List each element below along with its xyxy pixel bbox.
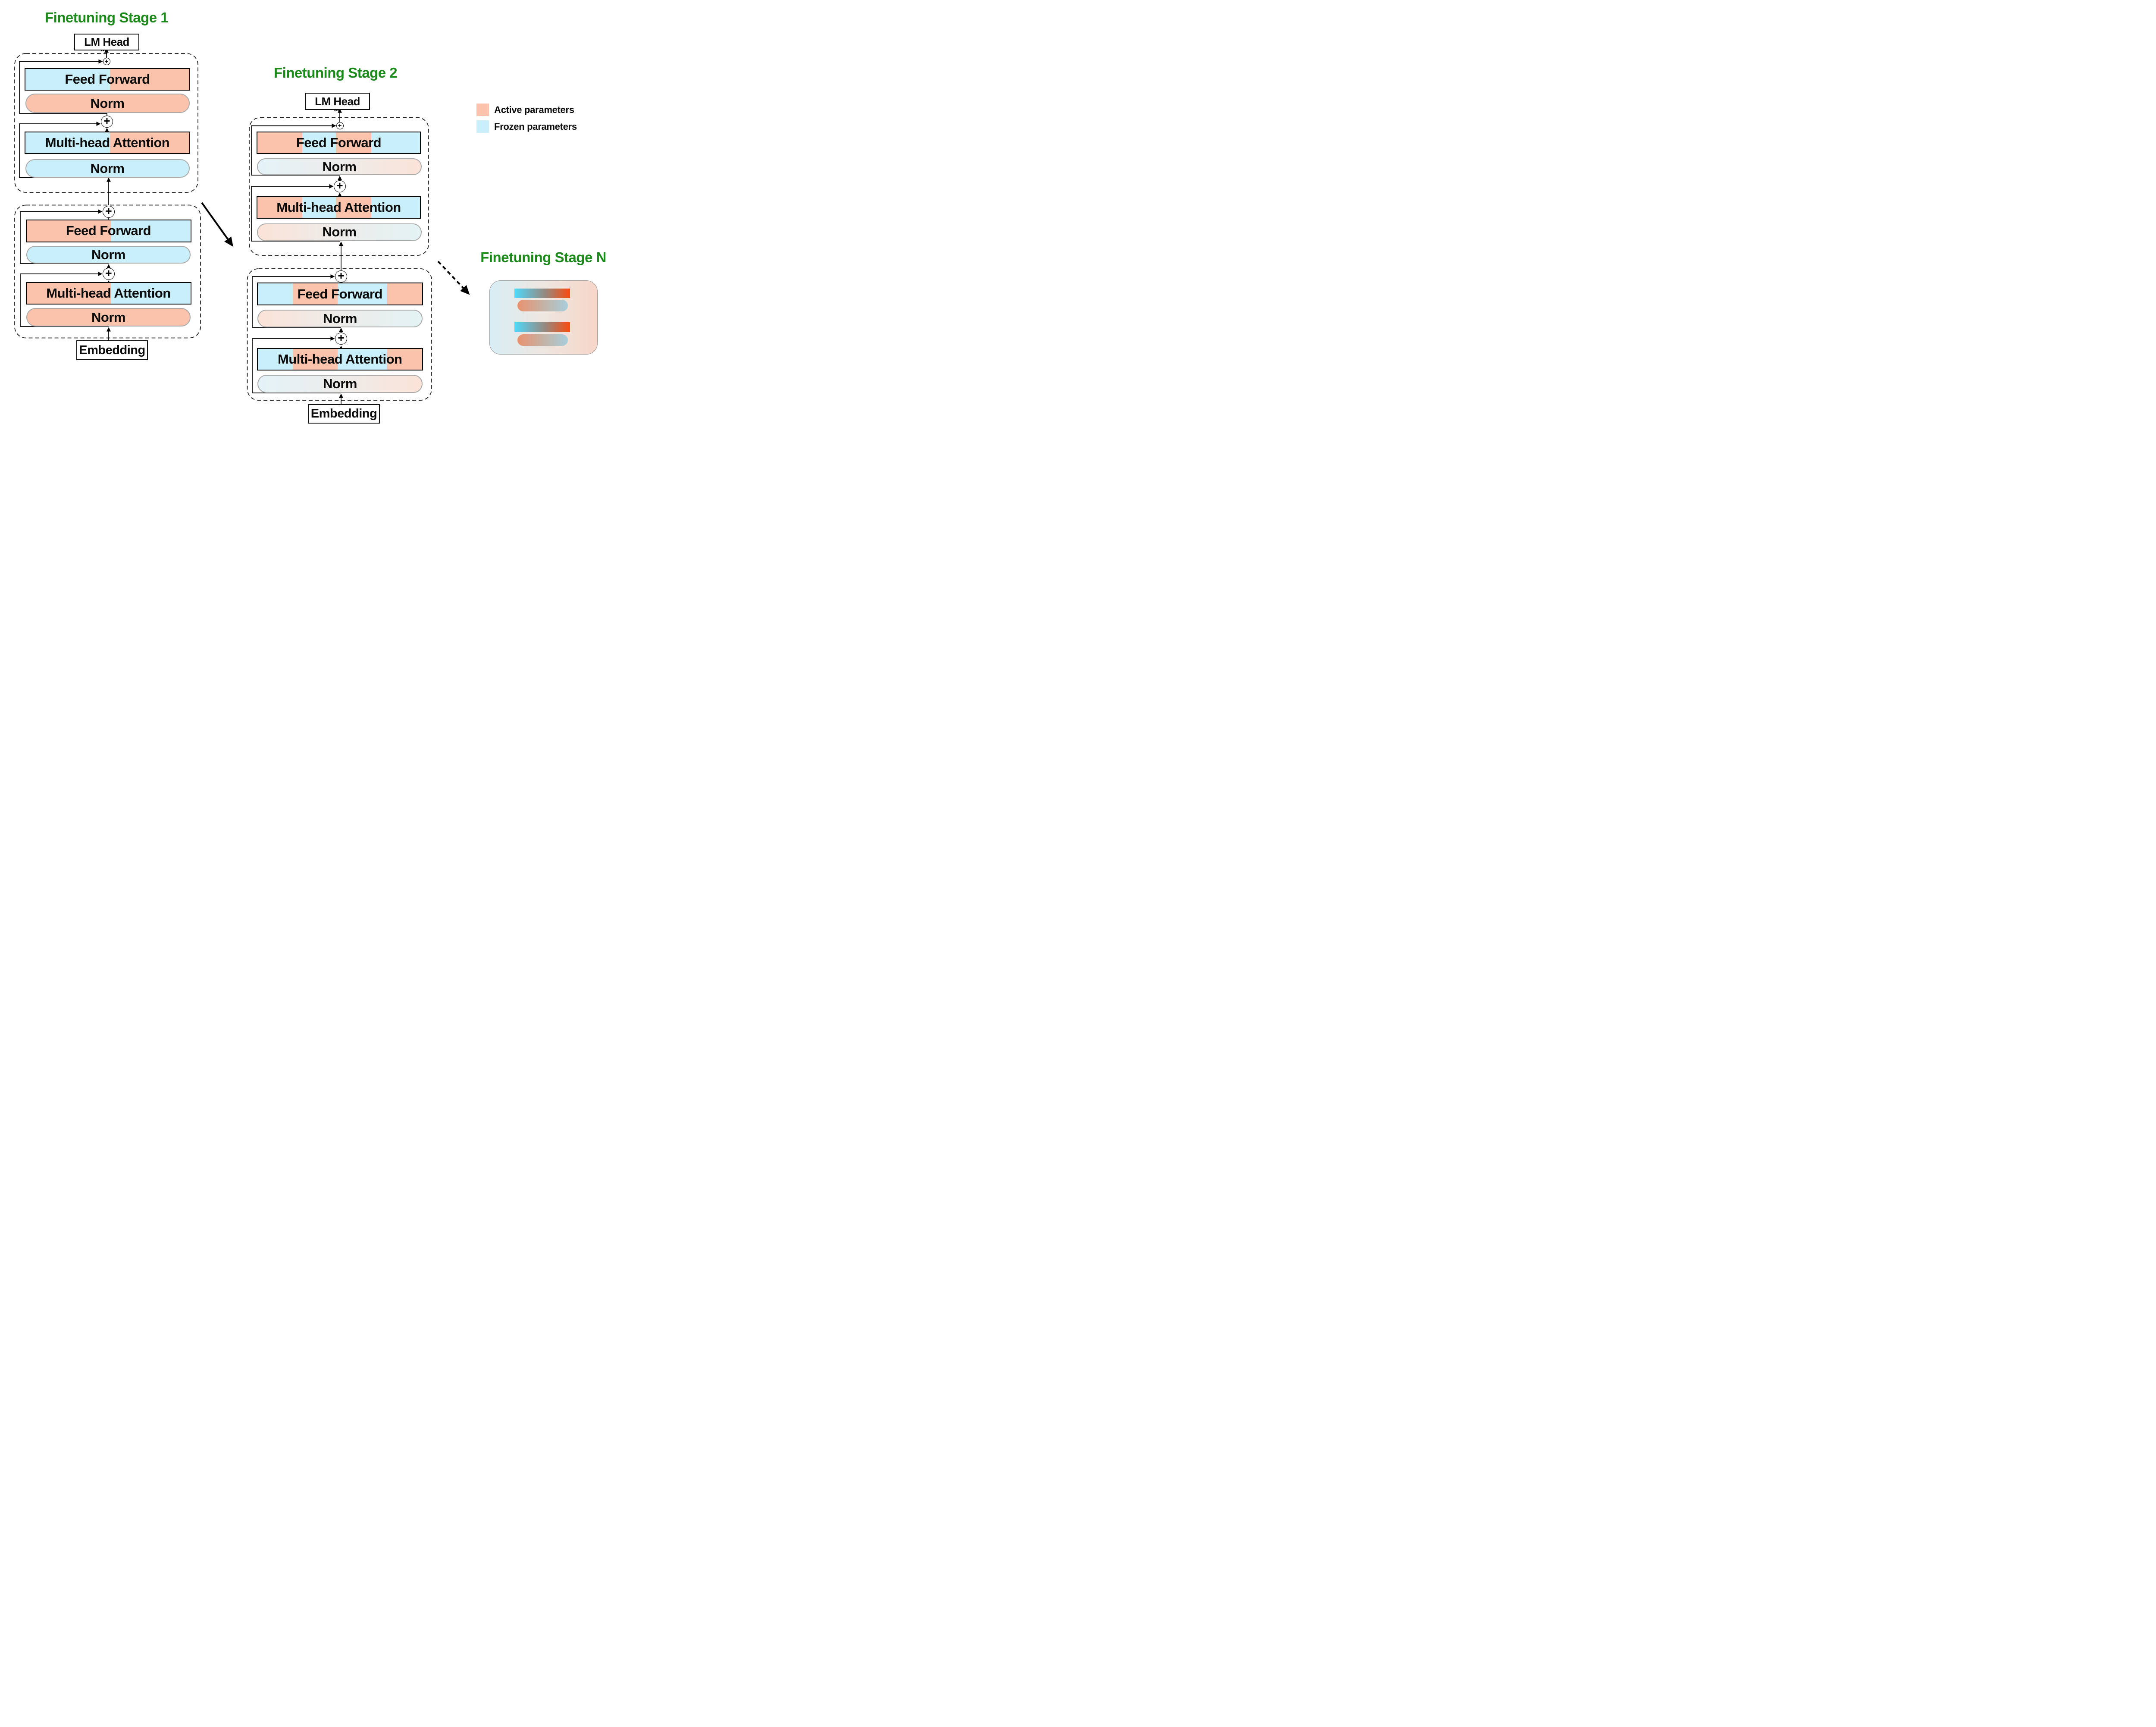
ellipsis-icon: ••• [334, 109, 340, 113]
stage1-bottom-norm-mha: Norm [26, 308, 191, 327]
norm-label: Norm [323, 311, 357, 326]
multi-head-attention-label: Multi-head Attention [46, 286, 171, 301]
norm-label: Norm [90, 160, 125, 176]
frozen-segment [258, 283, 293, 305]
stageN-gradient-bar [514, 322, 570, 332]
active-segment [110, 132, 189, 153]
stage1-bottom-norm-ff: Norm [26, 246, 191, 264]
active-segment [257, 197, 303, 218]
stage1-title: Finetuning Stage 1 [44, 9, 169, 25]
active-segment [26, 283, 111, 304]
stage1-top-norm-ff: Norm [25, 94, 190, 113]
residual-add-icon: + [335, 270, 347, 283]
active-segment [110, 69, 189, 90]
norm-label: Norm [322, 159, 357, 174]
active-segment [257, 132, 303, 153]
feed-forward-label: Feed Forward [296, 135, 382, 150]
stageN-gradient-pill [517, 334, 568, 346]
multi-head-attention-label: Multi-head Attention [45, 135, 170, 150]
stage1-bottom-feed-forward-block: Feed Forward [25, 219, 191, 242]
stage1-top-feed-forward-block: Feed Forward [25, 68, 190, 91]
stage2-embedding-box: Embedding [308, 404, 380, 424]
frozen-segment [302, 132, 336, 153]
frozen-segment [337, 283, 387, 305]
active-segment [292, 283, 338, 305]
norm-label: Norm [91, 309, 125, 325]
lm-head-label: LM Head [315, 94, 360, 108]
stageN-gradient-pill [517, 300, 568, 311]
residual-add-icon: + [335, 332, 347, 345]
active-parameters-label: Active parameters [494, 104, 574, 115]
active-segment [292, 349, 338, 370]
frozen-segment [371, 197, 420, 218]
stage2-bottom-feed-forward-block: Feed Forward [257, 283, 423, 305]
stage1-top-multi-head-attention-block: Multi-head Attention [25, 132, 190, 154]
connector-layer [14, 48, 470, 404]
frozen-segment [371, 132, 420, 153]
active-segment [26, 220, 111, 242]
norm-label: Norm [322, 224, 357, 240]
residual-add-icon: + [103, 58, 110, 65]
active-parameters-swatch [476, 104, 489, 116]
residual-add-icon: + [101, 115, 113, 128]
residual-add-icon: + [334, 180, 346, 192]
norm-label: Norm [91, 247, 125, 262]
norm-label: Norm [90, 95, 125, 111]
frozen-segment [258, 349, 293, 370]
stage1-embedding-box: Embedding [76, 340, 148, 360]
stage2-top-feed-forward-block: Feed Forward [257, 132, 421, 154]
residual-add-icon: + [103, 267, 115, 280]
stageN-gradient-bar [514, 288, 570, 298]
norm-label: Norm [323, 376, 357, 391]
feed-forward-label: Feed Forward [66, 223, 151, 238]
frozen-parameters-swatch [476, 120, 489, 133]
stage2-lm-head-box: LM Head [305, 93, 370, 110]
active-segment [387, 283, 422, 305]
stage1-bottom-multi-head-attention-block: Multi-head Attention [25, 282, 191, 305]
embedding-label: Embedding [79, 343, 145, 357]
multi-head-attention-label: Multi-head Attention [276, 199, 401, 215]
frozen-segment [111, 283, 191, 304]
frozen-segment [111, 220, 191, 242]
stage1-lm-head-box: LM Head [74, 34, 139, 50]
frozen-parameters-label: Frozen parameters [494, 121, 577, 132]
active-segment [335, 132, 371, 153]
frozen-segment [25, 69, 110, 90]
embedding-label: Embedding [310, 407, 377, 421]
legend-frozen-row: Frozen parameters [476, 120, 577, 133]
frozen-segment [25, 132, 110, 153]
feed-forward-label: Feed Forward [65, 71, 150, 87]
active-segment [335, 197, 371, 218]
stage2-bottom-norm-ff: Norm [257, 310, 423, 327]
stageN-title: Finetuning Stage N [480, 249, 606, 265]
stage2-top-multi-head-attention-block: Multi-head Attention [257, 196, 421, 219]
feed-forward-label: Feed Forward [297, 286, 383, 301]
stage2-bottom-norm-mha: Norm [257, 375, 423, 393]
residual-add-icon: + [336, 122, 344, 129]
multi-head-attention-label: Multi-head Attention [278, 352, 402, 367]
legend-active-row: Active parameters [476, 104, 574, 116]
stage2-title: Finetuning Stage 2 [273, 65, 398, 81]
diagram-canvas: Finetuning Stage 1 LM Head ••• Feed Forw… [0, 0, 624, 432]
stage1-top-norm-mha: Norm [25, 159, 190, 178]
stage2-top-norm-mha: Norm [257, 223, 422, 241]
frozen-segment [302, 197, 336, 218]
ellipsis-icon: ••• [101, 49, 107, 53]
active-segment [387, 349, 422, 370]
lm-head-label: LM Head [84, 35, 129, 48]
stage2-bottom-multi-head-attention-block: Multi-head Attention [257, 348, 423, 371]
stage1-to-stage2-arrow [201, 202, 233, 247]
stage2-top-norm-ff: Norm [257, 158, 422, 175]
stage2-to-stageN-arrow [437, 261, 470, 295]
residual-add-icon: + [103, 205, 115, 218]
frozen-segment [337, 349, 387, 370]
